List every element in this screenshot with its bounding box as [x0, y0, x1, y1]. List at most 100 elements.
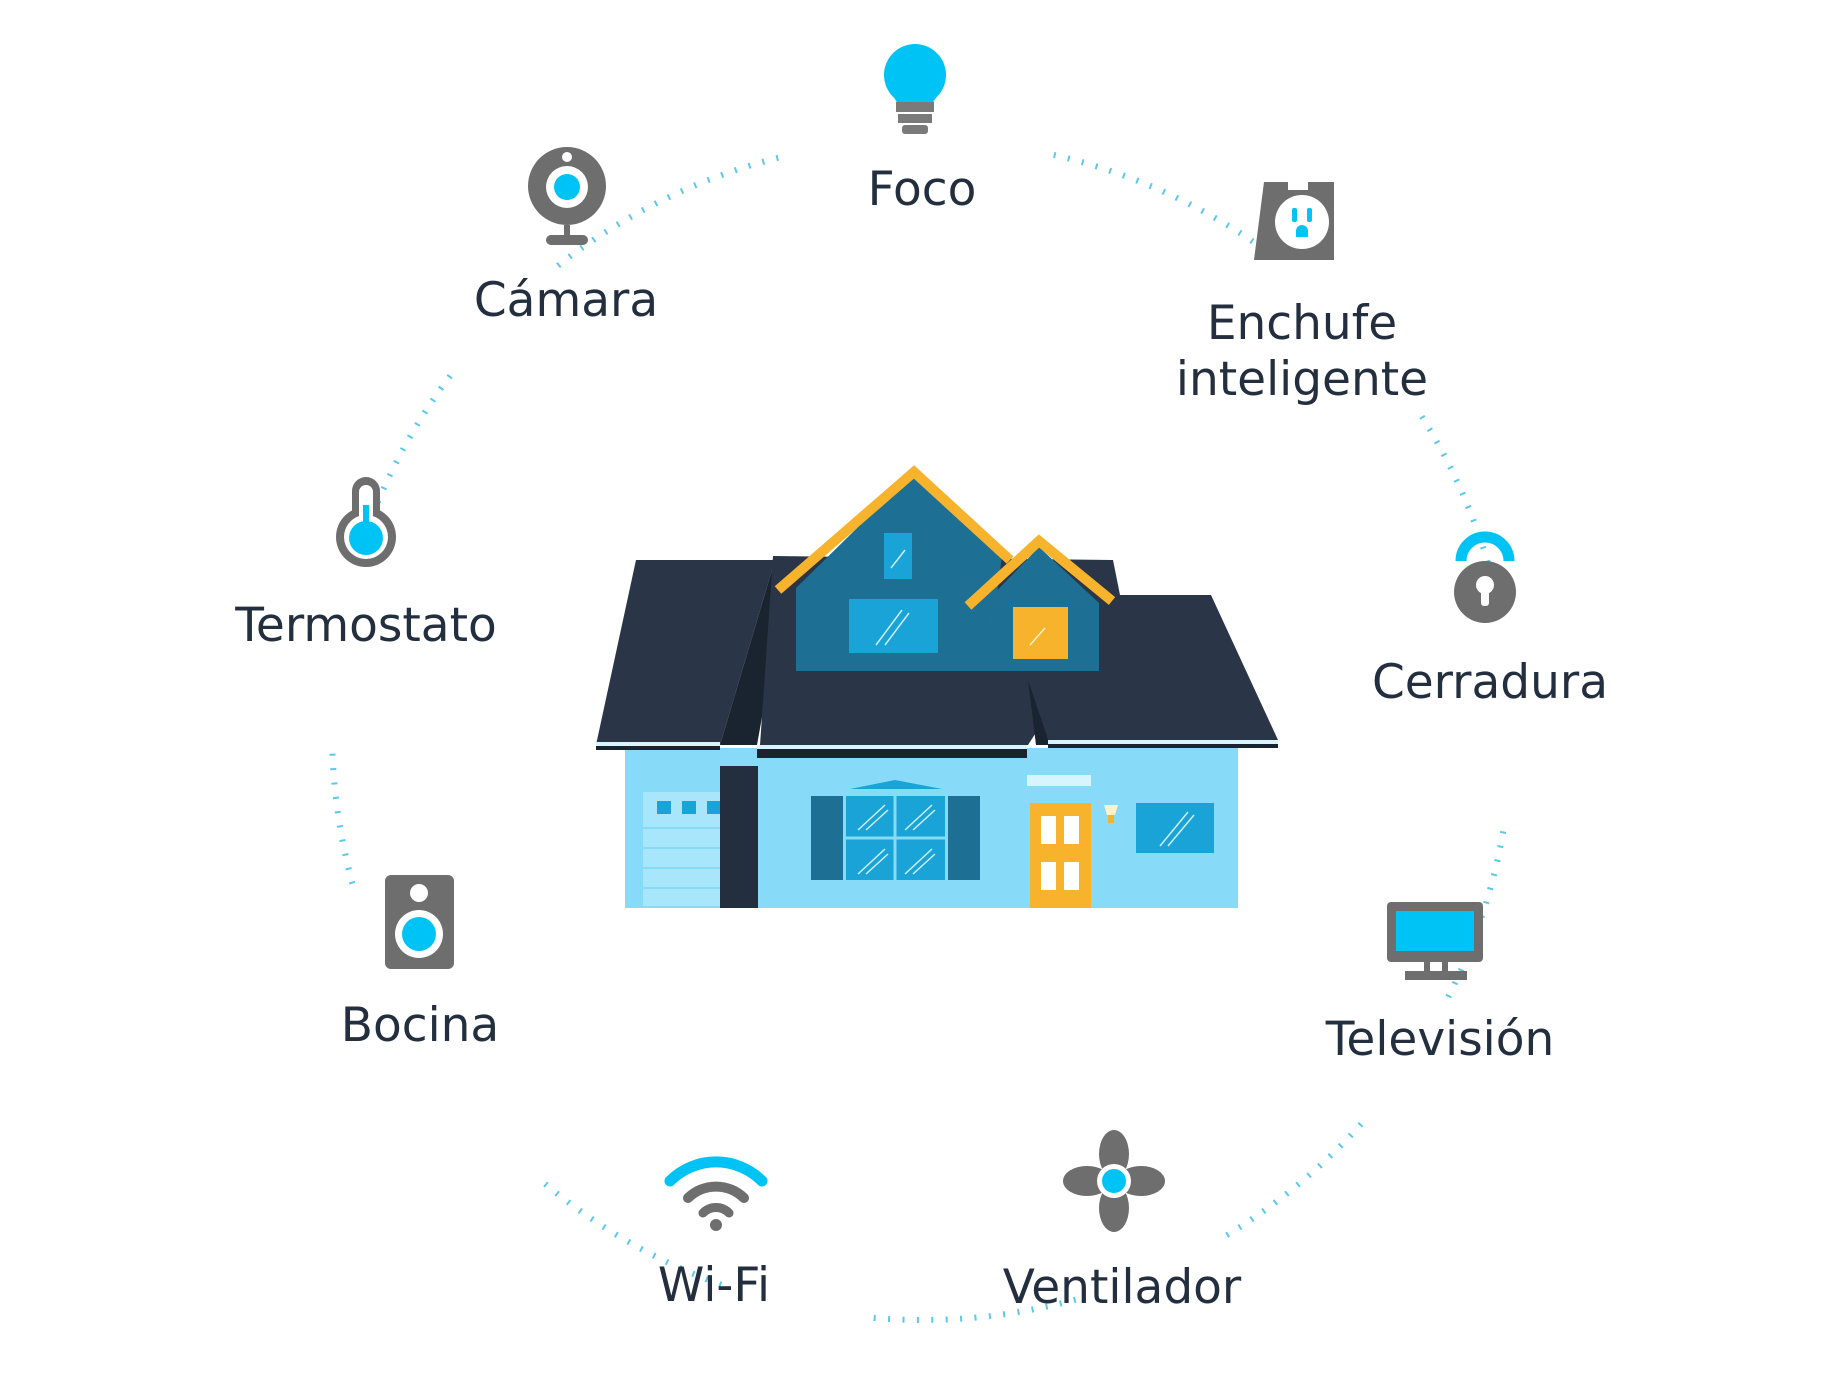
ring-dot [565, 1199, 572, 1206]
ring-dot [628, 213, 633, 221]
ring-dot [693, 182, 698, 189]
speaker-icon [385, 875, 454, 969]
ring-dot [1053, 151, 1057, 159]
ring-dot [1148, 182, 1153, 190]
ring-dot [1187, 201, 1193, 208]
ring-dot [639, 1245, 644, 1253]
label-camara: Cámara [473, 273, 659, 328]
ring-dot [342, 853, 349, 857]
ring-dot [1237, 1223, 1243, 1231]
label-cerradura: Cerradura [1371, 655, 1609, 710]
ring-dot [1445, 993, 1452, 999]
ring-dot [1249, 237, 1255, 244]
label-ventilador: Ventilador [1002, 1260, 1242, 1315]
ring-dot [438, 385, 445, 391]
ring-dot [720, 171, 725, 179]
ring-dot [1347, 1132, 1354, 1139]
ring-dot [577, 1207, 583, 1214]
ring-dot [348, 880, 356, 885]
ring-dot [1072, 1296, 1077, 1304]
label-foco: Foco [867, 162, 977, 217]
ring-dot [589, 1216, 595, 1223]
ring-dot [651, 1252, 657, 1259]
ring-dot [446, 373, 453, 380]
ring-dot [1451, 980, 1459, 986]
label-bocina: Bocina [340, 998, 500, 1053]
ring-dot [1200, 207, 1205, 215]
ring-dot [414, 421, 421, 427]
ring-dot [677, 1264, 683, 1272]
ring-dot [706, 176, 711, 184]
ring-dot [664, 1258, 670, 1266]
ring-dot [1357, 1122, 1364, 1128]
smart-plug-icon [1254, 182, 1334, 260]
ring-dot [1459, 491, 1466, 496]
ring-dot [761, 158, 766, 165]
ring-dot [579, 244, 585, 251]
ring-dot [1433, 439, 1441, 445]
ring-dot [1045, 1303, 1049, 1310]
thermometer-icon [336, 477, 396, 567]
ring-dot [1121, 172, 1126, 179]
front-door [1030, 803, 1091, 908]
ring-dot [1174, 194, 1180, 202]
ring-dot [640, 206, 646, 214]
ring-dot [1031, 1306, 1035, 1313]
ring-dot [1272, 1199, 1278, 1206]
ring-dot [974, 1314, 977, 1321]
gable-window [849, 599, 938, 653]
ring-dot [554, 1190, 560, 1197]
ring-dot [775, 154, 779, 162]
ring-dot [1261, 1207, 1267, 1214]
ring-dot [336, 824, 344, 828]
ring-dot [1479, 545, 1487, 550]
ring-dot [1453, 478, 1460, 483]
ring-dot [421, 409, 429, 415]
ring-dot [1470, 518, 1477, 523]
ring-dot [1016, 1308, 1020, 1316]
television-icon [1387, 902, 1483, 980]
main-window-pediment [850, 780, 942, 789]
fan-icon [1063, 1130, 1165, 1232]
ring-dot [1161, 188, 1167, 196]
ring-dot [380, 485, 388, 491]
ring-dot [429, 397, 436, 403]
ring-dot [1419, 414, 1426, 420]
padlock-icon [1454, 531, 1516, 623]
ring-dot [1306, 1172, 1312, 1179]
ring-dot [399, 447, 407, 452]
ring-dot [718, 1281, 723, 1288]
label-termostato: Termostato [235, 598, 497, 653]
ring-dot [1135, 177, 1140, 184]
ring-dot [331, 782, 338, 785]
ring-dot [332, 796, 340, 800]
ring-dot [393, 459, 400, 465]
ring-dot [406, 434, 414, 440]
ring-dot [1497, 845, 1504, 849]
ring-dot [704, 1276, 709, 1283]
ring-dot [543, 1181, 549, 1188]
ring-dot [1225, 1231, 1231, 1238]
ring-dot [345, 867, 352, 871]
ring-dot [679, 187, 685, 195]
ring-dot [747, 162, 752, 169]
ring-dot [1327, 1153, 1334, 1159]
ring-dot [1108, 167, 1113, 175]
ring-dot [1212, 214, 1218, 222]
label-television: Televisión [1325, 1012, 1555, 1067]
ring-dot [613, 1231, 619, 1238]
ring-dot [626, 1238, 632, 1246]
label-wifi: Wi-Fi [657, 1258, 771, 1313]
ring-dot [556, 262, 562, 269]
ring-dot [691, 1270, 696, 1278]
ring-dot [1094, 163, 1099, 170]
ring-dot [1465, 504, 1472, 510]
ring-dot [1447, 465, 1454, 470]
attic-window [884, 533, 912, 579]
label-enchufe-inteligente: Enchufe inteligente [1175, 296, 1429, 408]
ring-dot [1225, 222, 1231, 229]
ring-dot [1494, 859, 1501, 863]
ring-dot [1487, 886, 1494, 891]
